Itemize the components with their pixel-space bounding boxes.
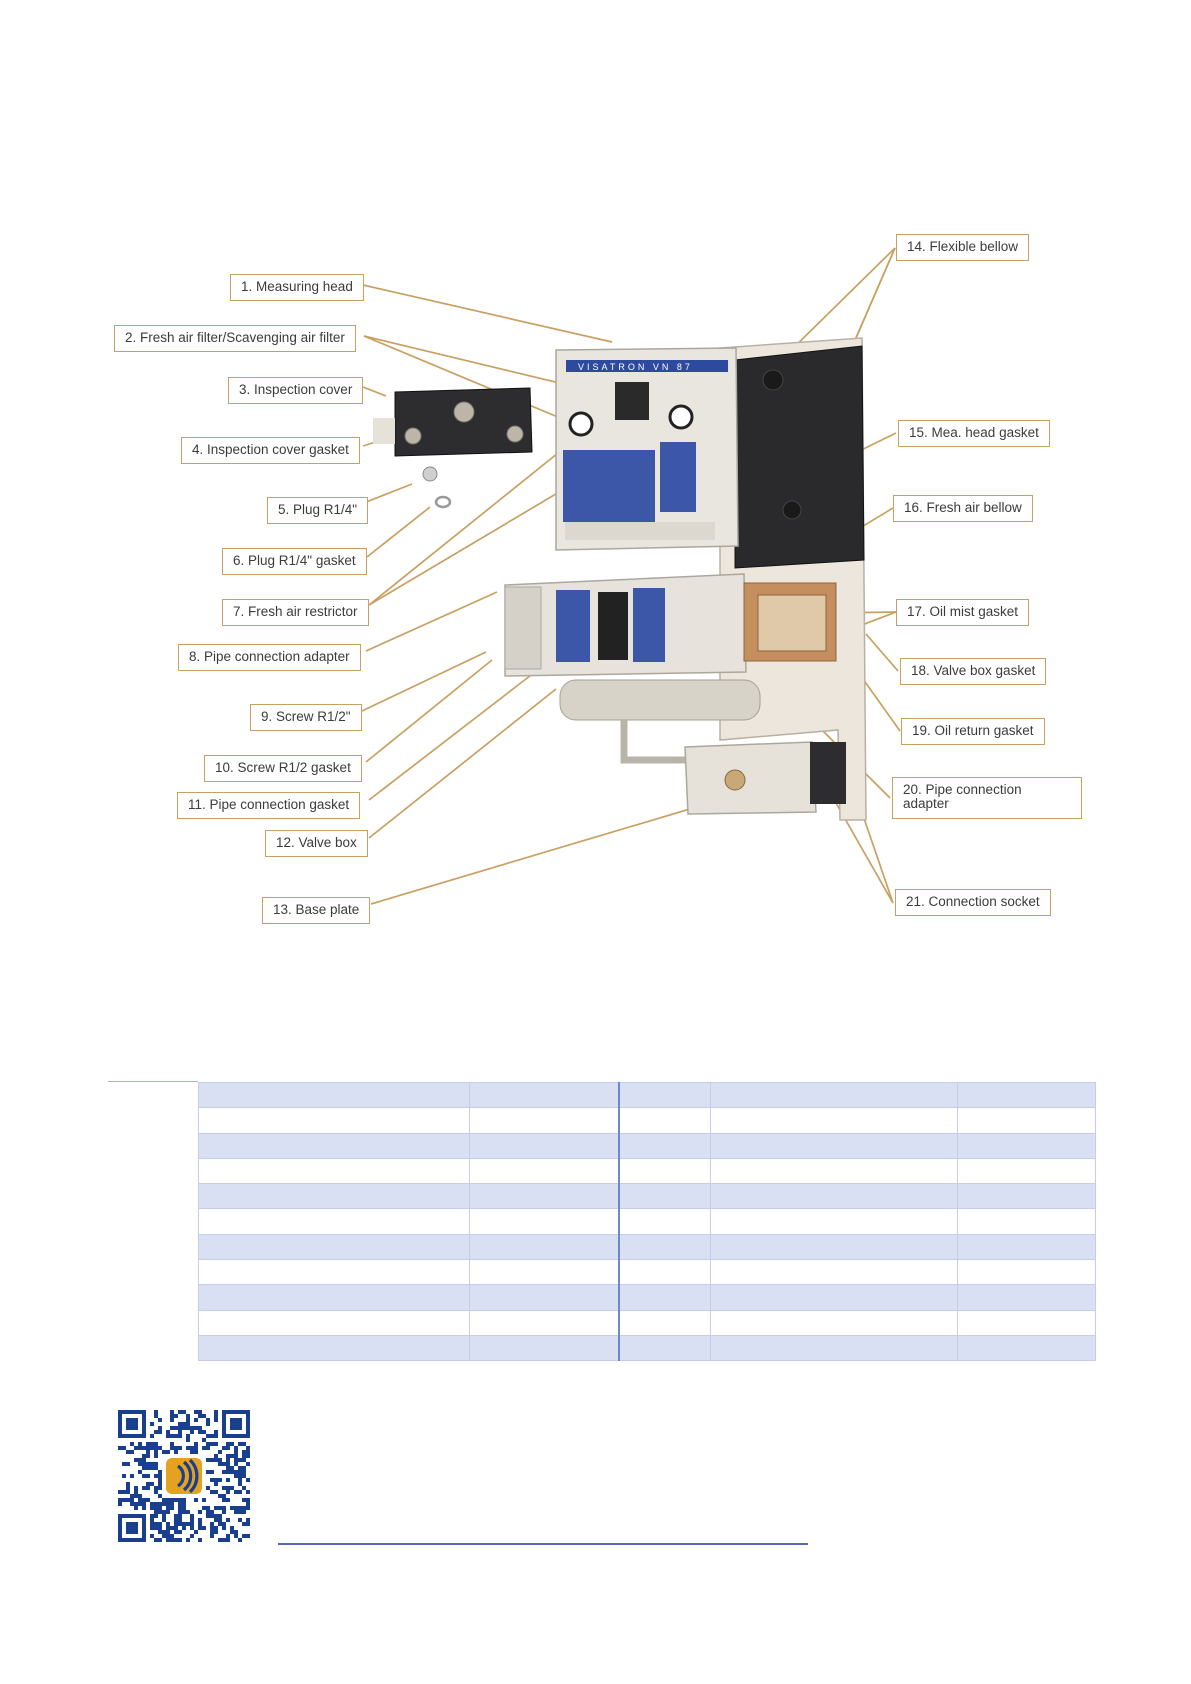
table-cell bbox=[469, 1157, 620, 1185]
table-cell bbox=[469, 1284, 620, 1311]
table-cell bbox=[618, 1132, 711, 1159]
table-cell bbox=[957, 1157, 1096, 1185]
callout-valve-box-gasket: 18. Valve box gasket bbox=[900, 658, 1047, 685]
table-row bbox=[198, 1233, 1096, 1261]
table-cell bbox=[957, 1233, 1096, 1261]
table-cell bbox=[198, 1233, 470, 1261]
callout-flexible-bellow: 14. Flexible bellow bbox=[896, 234, 1030, 261]
table-cell bbox=[198, 1284, 470, 1311]
table-cell bbox=[710, 1259, 958, 1286]
table-cell bbox=[618, 1081, 711, 1109]
table-row bbox=[198, 1284, 1096, 1311]
table-cell bbox=[957, 1334, 1096, 1362]
callout-oil-return-gasket: 19. Oil return gasket bbox=[901, 718, 1045, 745]
connection-socket-shape bbox=[684, 741, 817, 815]
table-row bbox=[198, 1259, 1096, 1286]
callout-valve-box: 12. Valve box bbox=[265, 830, 368, 857]
table-cell bbox=[710, 1309, 958, 1336]
callout-screw: 9. Screw R1/2" bbox=[250, 704, 362, 731]
table-row bbox=[198, 1334, 1096, 1362]
table-cell bbox=[469, 1183, 620, 1210]
table-cell bbox=[198, 1334, 470, 1362]
callout-plug: 5. Plug R1/4" bbox=[267, 497, 369, 524]
callout-mea-head-gasket: 15. Mea. head gasket bbox=[898, 420, 1050, 447]
table-cell bbox=[710, 1334, 958, 1362]
callout-inspection-cover: 3. Inspection cover bbox=[228, 377, 364, 404]
table-cell bbox=[198, 1208, 470, 1235]
table-cell bbox=[469, 1233, 620, 1261]
callout-pipe-connection-adapter-left: 8. Pipe connection adapter bbox=[178, 644, 361, 671]
table-cell bbox=[618, 1284, 711, 1311]
table-cell bbox=[469, 1132, 620, 1159]
table-cell bbox=[710, 1233, 958, 1261]
table-cell bbox=[618, 1259, 711, 1286]
callout-pipe-connection-gasket: 11. Pipe connection gasket bbox=[177, 792, 361, 819]
table-cell bbox=[469, 1107, 620, 1134]
table-cell bbox=[710, 1284, 958, 1311]
qr-code-icon[interactable] bbox=[118, 1410, 250, 1542]
table-cell bbox=[198, 1259, 470, 1286]
table-cell bbox=[198, 1081, 470, 1109]
table-cell bbox=[710, 1132, 958, 1159]
plug-gasket-shape bbox=[434, 495, 452, 509]
callout-oil-mist-gasket: 17. Oil mist gasket bbox=[896, 599, 1030, 626]
table-cell bbox=[957, 1309, 1096, 1336]
callout-fresh-air-filter: 2. Fresh air filter/Scavenging air filte… bbox=[114, 325, 356, 352]
table-cell bbox=[710, 1208, 958, 1235]
table-row bbox=[198, 1183, 1096, 1210]
table-cell bbox=[469, 1081, 620, 1109]
table-cell bbox=[618, 1157, 711, 1185]
table-cell bbox=[957, 1183, 1096, 1210]
callout-plug-gasket: 6. Plug R1/4" gasket bbox=[222, 548, 367, 575]
table-cell bbox=[710, 1157, 958, 1185]
callout-fresh-air-bellow: 16. Fresh air bellow bbox=[893, 495, 1033, 522]
table-row bbox=[198, 1132, 1096, 1159]
table-row bbox=[198, 1107, 1096, 1134]
callout-screw-gasket: 10. Screw R1/2 gasket bbox=[204, 755, 362, 782]
table-cell bbox=[957, 1259, 1096, 1286]
table-cell bbox=[198, 1107, 470, 1134]
table-cell bbox=[198, 1132, 470, 1159]
table-cell bbox=[618, 1334, 711, 1362]
table-cell bbox=[618, 1183, 711, 1210]
flexible-bellow-shape bbox=[734, 345, 865, 569]
callout-pipe-connection-adapter-right: 20. Pipe connection adapter bbox=[892, 777, 1082, 819]
table-cell bbox=[710, 1183, 958, 1210]
callout-measuring-head: 1. Measuring head bbox=[230, 274, 364, 301]
table-cell bbox=[957, 1284, 1096, 1311]
table-cell bbox=[198, 1157, 470, 1185]
table-cell bbox=[618, 1233, 711, 1261]
link-underline[interactable] bbox=[278, 1543, 808, 1545]
callout-inspection-cover-gasket: 4. Inspection cover gasket bbox=[181, 437, 360, 464]
svg-text:VISATRON VN 87: VISATRON VN 87 bbox=[578, 362, 693, 372]
table-cell bbox=[198, 1183, 470, 1210]
table-row bbox=[198, 1208, 1096, 1235]
table-row bbox=[198, 1081, 1096, 1109]
callout-connection-socket: 21. Connection socket bbox=[895, 889, 1051, 916]
table-cell bbox=[618, 1309, 711, 1336]
table-cell bbox=[710, 1081, 958, 1109]
table-cell bbox=[957, 1107, 1096, 1134]
table-cell bbox=[469, 1208, 620, 1235]
table-cell bbox=[618, 1208, 711, 1235]
callout-fresh-air-restrictor: 7. Fresh air restrictor bbox=[222, 599, 369, 626]
callout-base-plate: 13. Base plate bbox=[262, 897, 371, 924]
table-cell bbox=[710, 1107, 958, 1134]
table-row bbox=[198, 1309, 1096, 1336]
table-cell bbox=[198, 1309, 470, 1336]
plug-shape bbox=[422, 466, 438, 482]
table-top-rule bbox=[108, 1081, 198, 1082]
table-cell bbox=[957, 1081, 1096, 1109]
table-cell bbox=[618, 1107, 711, 1134]
table-cell bbox=[469, 1334, 620, 1362]
parts-table bbox=[198, 1081, 1096, 1362]
table-cell bbox=[957, 1208, 1096, 1235]
table-cell bbox=[957, 1132, 1096, 1159]
table-cell bbox=[469, 1259, 620, 1286]
table-cell bbox=[469, 1309, 620, 1336]
qr-logo-icon bbox=[166, 1458, 202, 1494]
table-row bbox=[198, 1157, 1096, 1185]
